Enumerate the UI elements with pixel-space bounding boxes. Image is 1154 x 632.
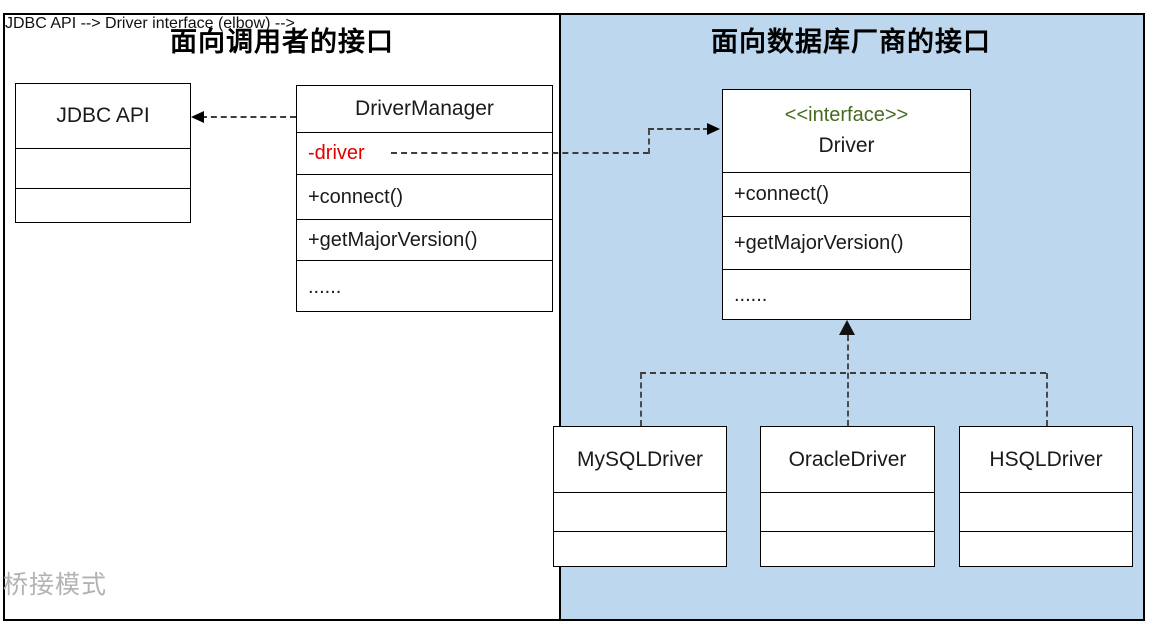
realization-trunk-line [640, 372, 1046, 374]
realization-line-mysql [640, 373, 642, 426]
class-mysql-driver-name: MySQLDriver [576, 447, 703, 471]
class-jdbc-api: JDBC API [15, 83, 191, 223]
class-jdbc-api-name: JDBC API [56, 104, 150, 127]
arrowhead-left-icon [191, 111, 204, 123]
vendor-panel-title: 面向数据库厂商的接口 [711, 27, 991, 57]
class-driver-interface-name: Driver [818, 134, 875, 157]
realization-line-oracle [847, 335, 849, 426]
realization-line-hsql [1046, 373, 1048, 426]
class-mysql-driver: MySQLDriver [553, 426, 727, 567]
method-get-major-version: +getMajorVersion() [723, 216, 970, 269]
class-driver-manager: DriverManager -driver +connect() +getMaj… [296, 85, 553, 312]
class-oracle-driver-name: OracleDriver [788, 447, 907, 471]
method-connect: +connect() [723, 172, 970, 216]
class-driver-interface-header: <<interface>> Driver [723, 90, 970, 172]
interface-stereotype: <<interface>> [784, 104, 909, 126]
empty-compartment [554, 492, 726, 531]
empty-compartment [960, 531, 1132, 568]
watermark-label: 桥接模式 [3, 571, 108, 599]
class-hsql-driver-name: HSQLDriver [989, 447, 1103, 471]
arrowhead-up-icon [839, 320, 855, 335]
class-oracle-driver: OracleDriver [760, 426, 935, 567]
method-get-major-version: +getMajorVersion() [297, 219, 552, 260]
dependency-line-drivermanager-to-jdbcapi [201, 116, 296, 118]
empty-compartment [16, 188, 190, 224]
class-driver-interface: <<interface>> Driver +connect() +getMajo… [722, 89, 971, 320]
driver-link-line-horizontal1 [391, 152, 649, 154]
driver-link-line-vertical [648, 129, 650, 154]
method-ellipsis: ...... [297, 260, 552, 313]
empty-compartment [554, 531, 726, 568]
class-driver-manager-name: DriverManager [355, 97, 494, 120]
empty-compartment [960, 492, 1132, 531]
method-connect: +connect() [297, 174, 552, 219]
method-ellipsis: ...... [723, 269, 970, 321]
empty-compartment [761, 531, 934, 568]
empty-compartment [761, 492, 934, 531]
diagram-frame: 面向调用者的接口 面向数据库厂商的接口 JDBC API DriverManag… [3, 13, 1145, 621]
empty-compartment [16, 148, 190, 188]
class-hsql-driver: HSQLDriver [959, 426, 1133, 567]
arrowhead-right-icon [707, 123, 720, 135]
driver-link-line-horizontal2 [648, 128, 709, 130]
caller-panel-title: 面向调用者的接口 [170, 27, 394, 57]
attribute-driver: -driver [297, 132, 552, 174]
